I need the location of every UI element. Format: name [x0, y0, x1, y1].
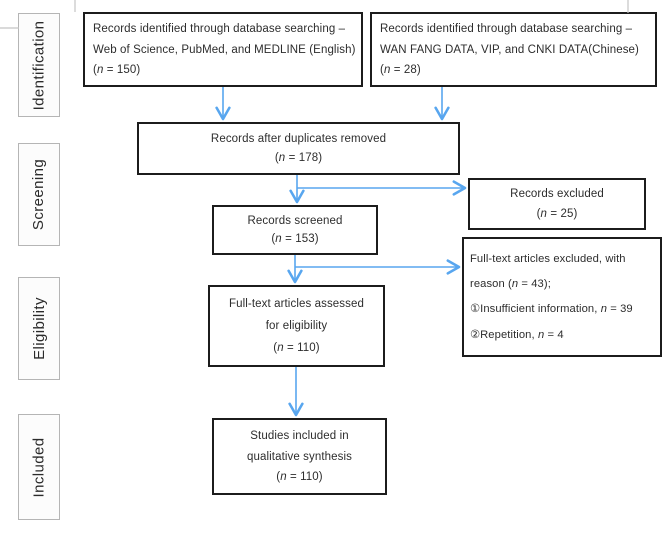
- stage-included: Included: [18, 414, 60, 520]
- box-duplicates-removed: Records after duplicates removed(n = 178…: [137, 122, 460, 175]
- box-records-identified-chinese: Records identified through database sear…: [370, 12, 657, 87]
- box-records-excluded: Records excluded(n = 25): [468, 178, 646, 230]
- box-records-identified-english-text: Records identified through database sear…: [93, 23, 356, 76]
- stage-eligibility-label: Eligibility: [30, 297, 48, 360]
- box-records-identified-chinese-text: Records identified through database sear…: [380, 23, 639, 76]
- box-duplicates-removed-text: Records after duplicates removed(n = 178…: [210, 132, 387, 165]
- box-records-screened-text: Records screened(n = 153): [247, 214, 343, 246]
- stage-screening-label: Screening: [30, 158, 48, 231]
- box-records-excluded-text: Records excluded(n = 25): [510, 188, 604, 220]
- stage-identification-label: Identification: [30, 20, 48, 110]
- stage-eligibility: Eligibility: [18, 277, 60, 380]
- stage-identification: Identification: [18, 13, 60, 117]
- box-records-identified-english: Records identified through database sear…: [83, 12, 363, 87]
- stage-screening: Screening: [18, 143, 60, 246]
- stage-included-label: Included: [30, 437, 48, 497]
- box-records-screened: Records screened(n = 153): [212, 205, 378, 255]
